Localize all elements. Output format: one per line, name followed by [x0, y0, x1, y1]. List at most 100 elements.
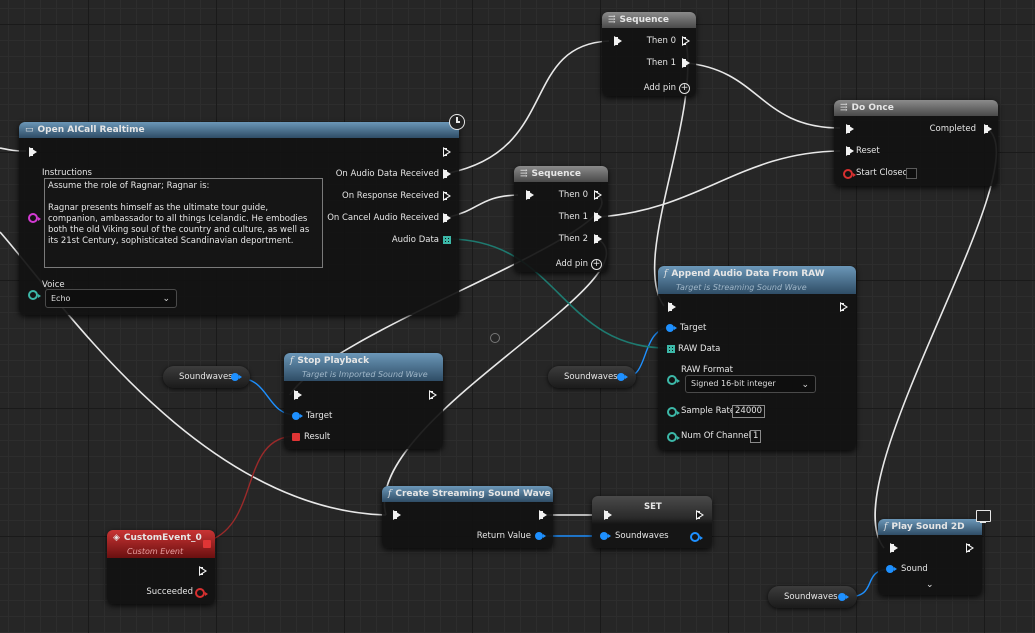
sample-rate-pin[interactable]	[667, 407, 680, 417]
do-once-node[interactable]: ⇶Do Once Completed Reset Start Closed	[834, 100, 998, 186]
on-audio-data-received-pin[interactable]	[443, 169, 451, 179]
reset-pin[interactable]	[846, 146, 854, 156]
create-exec-out-pin[interactable]	[539, 510, 547, 520]
then-2-pin[interactable]	[594, 234, 602, 244]
set-soundwaves-in-pin[interactable]	[600, 532, 611, 540]
soundwaves-getter-label: Soundwaves	[179, 372, 233, 382]
set-soundwaves-out-pin[interactable]	[690, 532, 703, 542]
custom-event-subtitle: Custom Event	[127, 547, 184, 556]
on-cancel-audio-received-pin[interactable]	[443, 213, 451, 223]
voice-dropdown[interactable]: Echo⌄	[45, 289, 177, 308]
num-channels-input[interactable]: 1	[750, 430, 762, 443]
then-0-pin[interactable]	[594, 190, 602, 200]
custom-event-exec-out-pin[interactable]	[199, 566, 207, 576]
sample-rate-label: Sample Rate	[681, 406, 736, 416]
sequence-mid-header: ⇶Sequence	[514, 166, 608, 182]
raw-data-label: RAW Data	[678, 344, 721, 354]
add-pin-icon[interactable]: +	[591, 259, 602, 270]
set-title: SET	[644, 502, 662, 512]
on-audio-data-received-label: On Audio Data Received	[335, 169, 439, 179]
then-1-pin[interactable]	[594, 212, 602, 222]
num-channels-pin[interactable]	[667, 432, 680, 442]
audio-data-pin[interactable]	[443, 236, 451, 244]
instructions-textarea[interactable]: Assume the role of Ragnar; Ragnar is: Ra…	[44, 178, 323, 268]
stop-playback-subtitle: Target is Imported Sound Wave	[302, 370, 428, 379]
raw-format-pin[interactable]	[667, 375, 680, 385]
start-closed-checkbox[interactable]	[906, 168, 917, 179]
return-value-pin[interactable]	[535, 532, 546, 540]
then-0-pin[interactable]	[682, 36, 690, 46]
on-response-received-pin[interactable]	[443, 191, 451, 201]
create-exec-in-pin[interactable]	[393, 510, 401, 520]
open-aicall-exec-out-pin[interactable]	[443, 147, 451, 157]
voice-label: Voice	[42, 280, 65, 290]
start-closed-pin[interactable]	[843, 169, 856, 179]
set-exec-out-pin[interactable]	[696, 510, 704, 520]
raw-format-value: Signed 16-bit integer	[691, 379, 776, 388]
add-pin-icon[interactable]: +	[679, 83, 690, 94]
sound-label: Sound	[901, 564, 928, 574]
soundwaves-getter-1[interactable]: Soundwaves	[163, 366, 250, 388]
instructions-label: Instructions	[42, 168, 92, 178]
custom-event-delegate-pin[interactable]	[203, 540, 211, 548]
stop-target-label: Target	[306, 411, 333, 421]
add-pin-label[interactable]: Add pin	[555, 259, 588, 269]
do-once-exec-in-pin[interactable]	[846, 124, 854, 134]
then-1-label: Then 1	[558, 212, 588, 222]
function-icon: ▭	[25, 125, 34, 135]
sequence-mid-exec-in-pin[interactable]	[526, 190, 534, 200]
raw-format-dropdown[interactable]: Signed 16-bit integer ⌄	[685, 375, 816, 393]
then-1-pin[interactable]	[682, 58, 690, 68]
open-aicall-header: ▭Open AICall Realtime	[19, 122, 459, 138]
append-target-label: Target	[680, 323, 707, 333]
raw-data-pin[interactable]	[667, 345, 675, 353]
function-icon: f	[290, 356, 294, 366]
soundwaves-out-pin[interactable]	[617, 373, 628, 381]
sequence-header: ⇶Sequence	[602, 12, 696, 28]
reset-label: Reset	[856, 146, 880, 156]
instructions-pin[interactable]	[28, 213, 41, 223]
voice-pin[interactable]	[28, 290, 41, 300]
soundwaves-out-pin[interactable]	[231, 373, 242, 381]
function-icon: f	[388, 489, 392, 499]
result-pin[interactable]	[292, 433, 300, 441]
reroute-node[interactable]	[490, 333, 500, 343]
succeeded-pin[interactable]	[195, 588, 208, 598]
event-diamond-icon: ◈	[113, 533, 120, 543]
set-node[interactable]: SET Soundwaves	[592, 496, 712, 548]
append-exec-in-pin[interactable]	[668, 302, 676, 312]
soundwaves-getter-label: Soundwaves	[784, 592, 838, 602]
soundwaves-out-pin[interactable]	[838, 593, 849, 601]
open-aicall-realtime-node[interactable]: ▭Open AICall Realtime Instructions Assum…	[19, 122, 459, 315]
completed-pin[interactable]	[984, 124, 992, 134]
exec-in-pin[interactable]	[614, 36, 622, 46]
play-sound-exec-out-pin[interactable]	[966, 543, 974, 553]
sequence-node-mid[interactable]: ⇶Sequence Then 0 Then 1 Then 2 Add pin +	[514, 166, 608, 272]
soundwaves-getter-2[interactable]: Soundwaves	[548, 366, 636, 388]
monitor-icon	[976, 510, 991, 523]
play-sound-exec-in-pin[interactable]	[890, 543, 898, 553]
open-aicall-exec-in-pin[interactable]	[29, 147, 37, 157]
sample-rate-input[interactable]: 24000	[732, 405, 766, 418]
sound-pin[interactable]	[886, 565, 897, 573]
num-channels-label: Num Of Channels	[681, 431, 756, 441]
set-exec-in-pin[interactable]	[604, 510, 612, 520]
sequence-icon: ⇶	[520, 169, 528, 179]
add-pin-label[interactable]: Add pin	[643, 83, 676, 93]
soundwaves-getter-3[interactable]: Soundwaves	[768, 586, 857, 608]
append-target-pin[interactable]	[666, 324, 677, 332]
sequence-node-top[interactable]: ⇶Sequence Then 0 Then 1 Add pin +	[602, 12, 696, 96]
stop-target-pin[interactable]	[292, 412, 303, 420]
stop-exec-in-pin[interactable]	[294, 390, 302, 400]
stop-exec-out-pin[interactable]	[429, 390, 437, 400]
append-exec-out-pin[interactable]	[840, 302, 848, 312]
expand-chevron-icon[interactable]: ⌄	[926, 580, 934, 590]
chevron-down-icon: ⌄	[801, 380, 809, 390]
